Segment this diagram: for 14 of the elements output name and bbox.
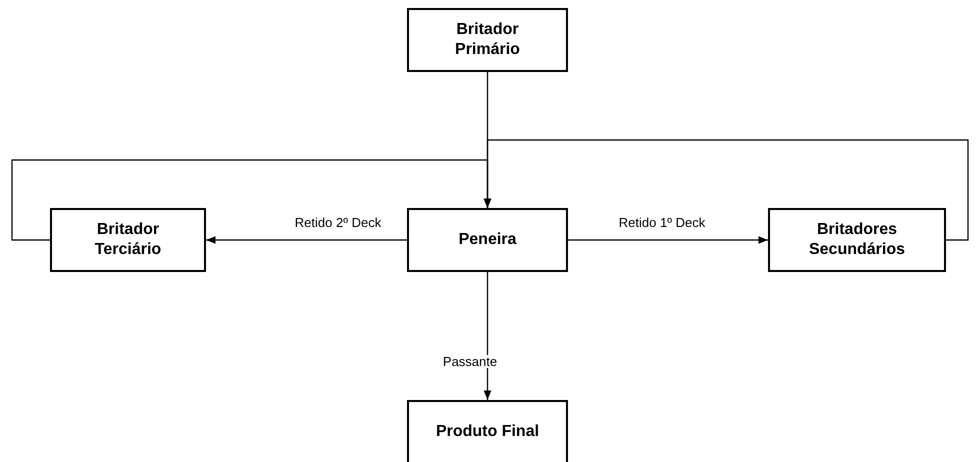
arrow [568,236,768,244]
arrow [206,236,407,244]
arrow [484,272,492,400]
arrow [484,139,969,241]
box-label: Britador Primário [454,20,521,60]
process-box [50,208,206,272]
process-box [407,208,568,272]
box-label: Produto Final [434,422,540,442]
process-box [407,400,568,462]
box-label: Britador Terciário [94,220,162,260]
process-box [407,8,568,72]
box-label: Britadores Secundários [808,220,906,260]
box-label: Peneira [458,230,518,250]
process-box [768,208,946,272]
